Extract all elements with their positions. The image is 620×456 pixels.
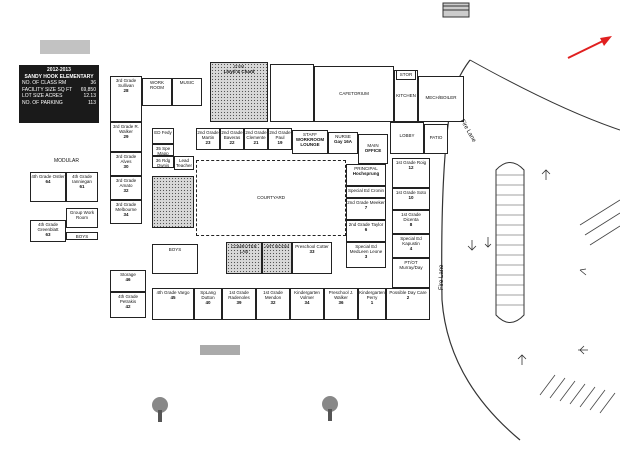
legend-year: 2012-2013	[47, 67, 71, 73]
room-patio: PATIO	[424, 124, 448, 154]
tree-texture	[40, 40, 90, 54]
scan-noise	[200, 345, 240, 355]
tree-icon	[152, 397, 168, 422]
room-library	[152, 176, 194, 228]
room-boys-modular: BOYS	[66, 232, 98, 240]
room-mech-boiler: MECH/BOILER	[418, 76, 464, 122]
room-music: MUSIC	[172, 78, 202, 106]
room-reading: 36 Rdg Ownis	[152, 156, 174, 168]
room-lead-teacher: Lead Teacher	[174, 156, 194, 170]
room-art-room: ART ROOM	[262, 242, 292, 274]
parking-angled	[539, 199, 620, 414]
red-arrow-icon	[567, 36, 612, 59]
sign-icon	[442, 2, 470, 18]
room-work-room: WORK ROOM	[142, 78, 172, 106]
room-boys-storage	[270, 64, 314, 122]
parking-island	[495, 162, 525, 323]
room-computer-lab: COMPUTER LAB	[226, 242, 262, 274]
legend-school-name: SANDY HOOK ELEMENTARY	[24, 73, 94, 80]
room-group-work: Group Work Room	[66, 208, 98, 228]
traffic-arrows	[467, 169, 588, 365]
tree-icon	[322, 396, 338, 421]
room-pt-ot: PT/OT Murray/Day	[392, 258, 430, 288]
room-ed-fredy: ED Fedy	[152, 128, 174, 144]
room-special-ed-cronin: Special Ed Cronin	[346, 186, 386, 198]
room-lobby: LOBBY	[390, 122, 424, 154]
road-edge	[469, 59, 620, 131]
parking-stalls	[496, 174, 524, 306]
school-info-legend: 2012-2013 SANDY HOOK ELEMENTARY NO. OF C…	[19, 65, 99, 123]
room-speech: 35 Spe Mapp	[152, 144, 174, 156]
courtyard: COURTYARD	[196, 160, 346, 236]
fire-lane-label: Fire Lane	[439, 264, 445, 290]
room-boys: BOYS	[152, 244, 198, 274]
room-stor: STOR	[396, 70, 416, 80]
modular-label: MODULAR	[54, 158, 80, 164]
room-cafetorium: CAFETORIUM	[314, 66, 394, 122]
